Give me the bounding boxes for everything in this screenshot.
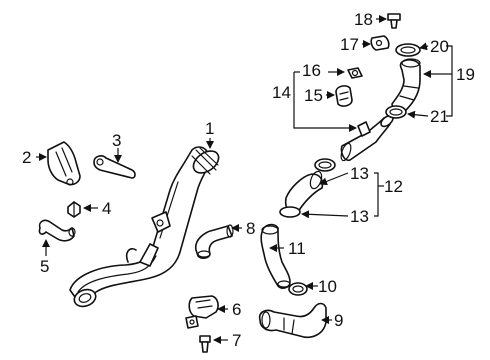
callout-14: 14 (272, 83, 291, 102)
callout-17: 17 (340, 35, 359, 54)
callout-19: 19 (456, 65, 475, 84)
callout-6: 6 (232, 300, 241, 319)
part-13-gasket-upper (314, 158, 336, 172)
leader-21 (407, 110, 429, 119)
part-4-bolt (67, 201, 81, 218)
callout-8: 8 (246, 219, 255, 238)
callout-11: 11 (288, 239, 306, 258)
callout-2: 2 (22, 148, 31, 167)
part-2-bracket (47, 141, 81, 186)
bracket-14 (293, 72, 357, 132)
part-3-strap (93, 155, 136, 179)
part-7-screw (199, 335, 211, 353)
part-9-hose (258, 302, 327, 338)
part-16-clip (347, 67, 363, 79)
callout-9: 9 (334, 311, 343, 330)
leader-13b (301, 210, 349, 219)
callout-13b: 13 (350, 207, 369, 226)
callout-10: 10 (318, 277, 337, 296)
part-17-sensor (370, 35, 390, 51)
callout-4: 4 (102, 199, 111, 218)
part-8-elbow-hose (194, 224, 234, 259)
part-21-clamp (385, 105, 407, 119)
callout-13a: 13 (350, 164, 369, 183)
callout-16: 16 (302, 61, 321, 80)
part-10-clamp (288, 282, 308, 296)
callout-1: 1 (205, 119, 214, 138)
part-14-outlet-pipe (340, 114, 394, 162)
leader-13a (319, 172, 349, 186)
callout-5: 5 (40, 257, 49, 276)
callout-20: 20 (430, 37, 449, 56)
callout-15: 15 (304, 86, 323, 105)
part-18-bolt (387, 13, 401, 29)
part-5-hose (38, 219, 76, 242)
part-15-grommet (335, 85, 353, 107)
part-6-sensor (185, 295, 219, 329)
bracket-19 (446, 45, 453, 117)
bracket-12 (374, 172, 379, 217)
callout-12: 12 (384, 177, 403, 196)
part-19-elbow-hose (391, 58, 421, 113)
part-20-gasket (395, 43, 421, 57)
callout-3: 3 (112, 131, 121, 150)
callout-7: 7 (232, 331, 241, 350)
part-12-hose (279, 170, 324, 218)
callout-21: 21 (430, 107, 449, 126)
part-1-intake-pipe (69, 146, 220, 308)
part-11-hose (260, 223, 291, 289)
callout-18: 18 (354, 10, 373, 29)
leader-20 (419, 42, 429, 51)
